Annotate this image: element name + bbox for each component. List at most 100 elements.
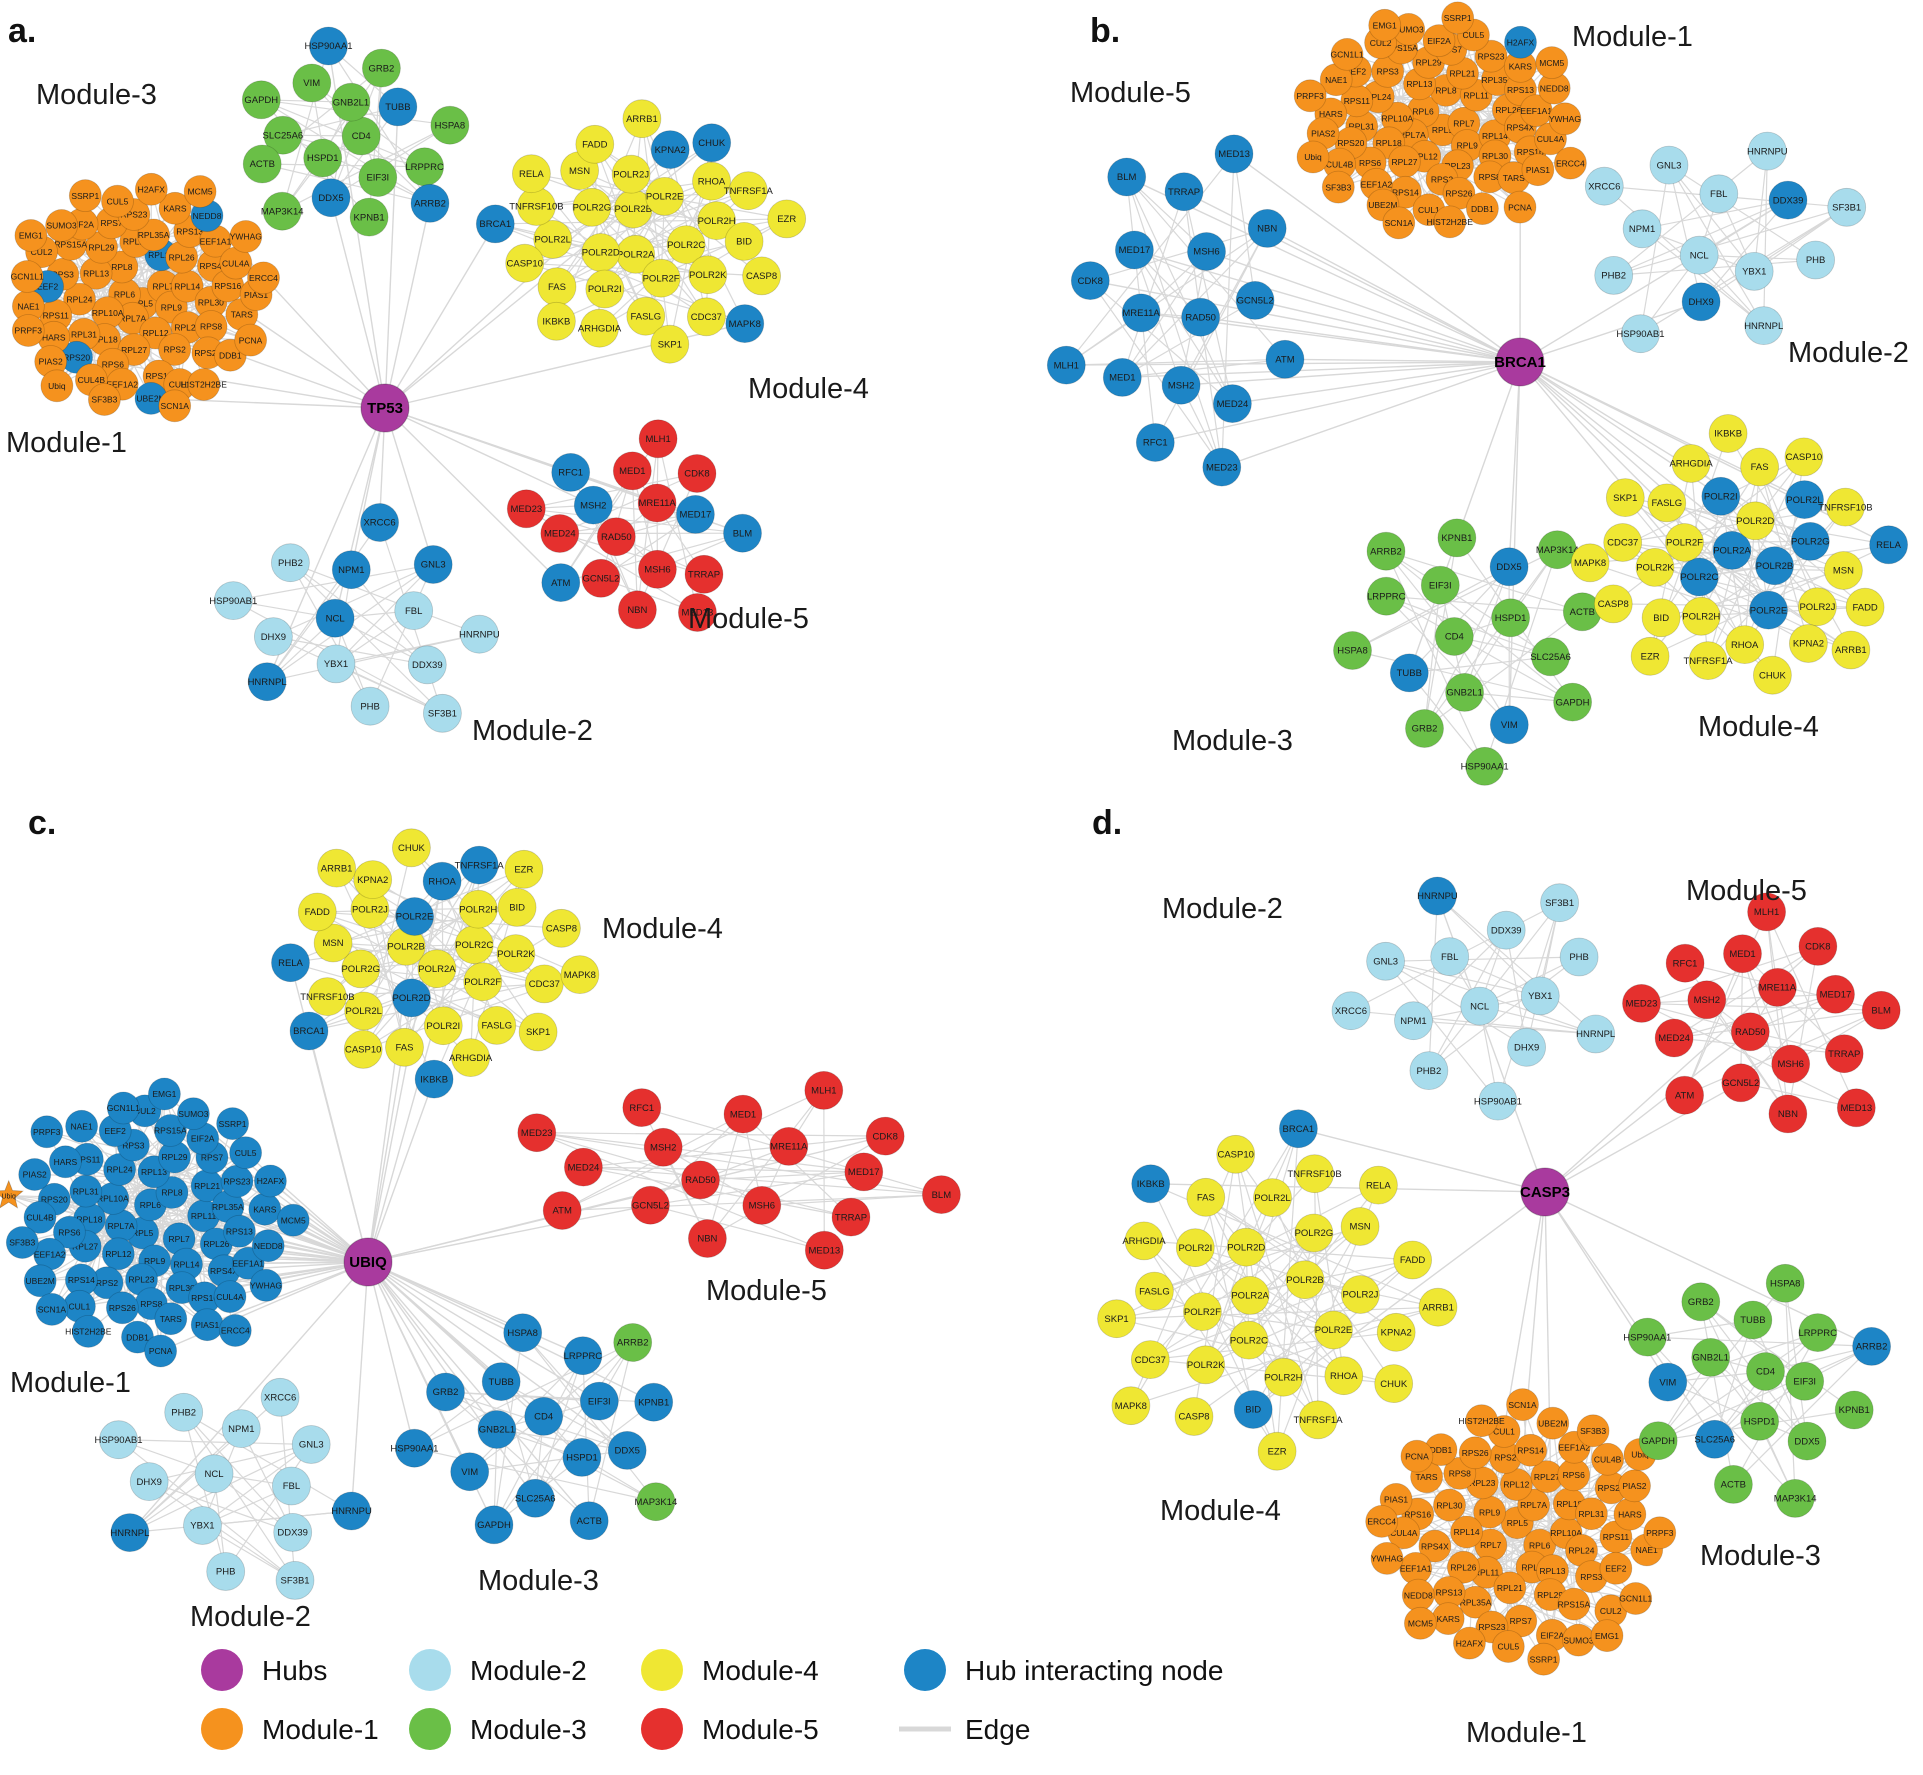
node-label: GCN1L1 <box>107 1103 140 1113</box>
hub-edge <box>367 1261 498 1430</box>
network-node <box>518 1012 558 1052</box>
node-label: POLR2G <box>341 964 380 975</box>
edge <box>1787 946 1819 1115</box>
node-label: MAPK8 <box>1115 1401 1147 1412</box>
edge <box>706 1090 825 1239</box>
node-label: NBN <box>627 605 647 616</box>
node-label: POLR2F <box>643 273 680 284</box>
node-label: MLH1 <box>811 1086 836 1097</box>
node-label: PIAS1 <box>1384 1495 1408 1505</box>
node-label: ARHGDIA <box>578 323 622 334</box>
network-node <box>638 419 678 459</box>
network-node <box>155 1176 189 1209</box>
network-node <box>517 1113 557 1153</box>
legend-swatch <box>641 1708 683 1750</box>
node-label: SKP1 <box>658 339 682 350</box>
node-label: RPS14 <box>1517 1446 1544 1456</box>
edge <box>445 1391 657 1503</box>
legend-swatch <box>201 1649 243 1691</box>
network-node <box>666 225 706 265</box>
network-node <box>378 87 418 127</box>
network-node <box>164 1392 204 1432</box>
node-label: POLR2G <box>573 203 612 214</box>
legend-swatch <box>201 1708 243 1750</box>
node-label: SKP1 <box>1613 493 1637 504</box>
node-label: CUL5 <box>1497 1642 1519 1652</box>
node-label: POLR2I <box>588 284 622 295</box>
node-label: RPL9 <box>1479 1507 1501 1517</box>
hub-edge <box>1183 191 1521 363</box>
edge <box>266 522 381 683</box>
network-node <box>1264 1357 1303 1397</box>
network-node <box>1688 641 1728 680</box>
node-label: POLR2A <box>418 964 456 975</box>
network-node <box>1486 910 1526 950</box>
node-label: RELA <box>1366 1180 1391 1191</box>
node-label: SF3B1 <box>428 708 457 719</box>
network-node <box>1474 39 1508 73</box>
node-label: RPL21 <box>194 1181 220 1191</box>
network-node <box>1478 1081 1518 1121</box>
edge <box>414 1447 657 1503</box>
node-label: ARRB2 <box>414 199 446 210</box>
network-node <box>1070 261 1110 301</box>
edge <box>583 1166 864 1173</box>
node-label: PHB <box>216 1567 236 1578</box>
node-label: NAE1 <box>17 301 39 311</box>
network-node <box>289 1011 329 1051</box>
node-label: HSP90AB1 <box>1616 329 1664 340</box>
node-label: RPS2 <box>96 1278 118 1288</box>
node-label: BID <box>1245 1405 1261 1416</box>
node-label: RPL30 <box>1437 1500 1463 1510</box>
hub-edge <box>206 1261 369 1326</box>
node-label: RPS23 <box>224 1177 251 1187</box>
network-node <box>71 1315 105 1348</box>
network-node <box>1599 1551 1633 1585</box>
network-node <box>1559 937 1599 977</box>
network-node <box>1102 357 1142 397</box>
network-node <box>1216 1134 1256 1174</box>
network-node <box>158 333 192 366</box>
network-node <box>222 1214 256 1248</box>
network-node <box>101 184 134 218</box>
node-label: HARS <box>1319 109 1343 119</box>
network-node <box>1548 102 1582 136</box>
node-label: CASP10 <box>1217 1150 1253 1161</box>
node-label: EIF3I <box>366 173 389 184</box>
node-label: MAPK8 <box>729 319 761 330</box>
node-label: HIST2H2BE <box>65 1327 112 1337</box>
module-label: Module-5 <box>1070 77 1191 109</box>
network-node <box>1746 1352 1785 1391</box>
network-node <box>1393 1240 1432 1280</box>
network-node <box>1124 1221 1164 1261</box>
network-node <box>1365 1505 1399 1538</box>
network-node <box>1789 624 1828 663</box>
network-node <box>1630 636 1670 676</box>
hub-edge <box>150 397 386 409</box>
node-label: RPS15A <box>1385 43 1418 53</box>
node-label: POLR2H <box>459 904 497 915</box>
network-node <box>1695 1419 1735 1459</box>
edge <box>1413 929 1507 1022</box>
hub-label: TP53 <box>367 400 403 417</box>
node-label: ACTB <box>250 159 275 170</box>
node-label: MCM5 <box>188 187 213 197</box>
edge <box>183 1411 352 1512</box>
network-node <box>1441 1 1475 35</box>
node-label: RPL24 <box>1568 1546 1594 1556</box>
node-label: RPS2 <box>164 345 186 355</box>
node-label: LRPPRC <box>564 1351 603 1362</box>
node-label: SLC25A6 <box>1530 652 1571 663</box>
hub-edge <box>160 1261 369 1352</box>
node-label: RPS16 <box>1404 1509 1431 1519</box>
hub-edge <box>1206 250 1521 363</box>
star-node <box>0 1179 24 1209</box>
node-label: RPL13 <box>1539 1566 1565 1576</box>
node-label: HARS <box>54 1157 78 1167</box>
node-label: HNRNPU <box>1747 146 1788 157</box>
network-node <box>1186 1345 1226 1385</box>
node-label: YBX1 <box>190 1521 214 1532</box>
network-node <box>1503 190 1537 224</box>
node-label: POLR2E <box>396 912 434 923</box>
node-label: RPS16 <box>191 1293 218 1303</box>
